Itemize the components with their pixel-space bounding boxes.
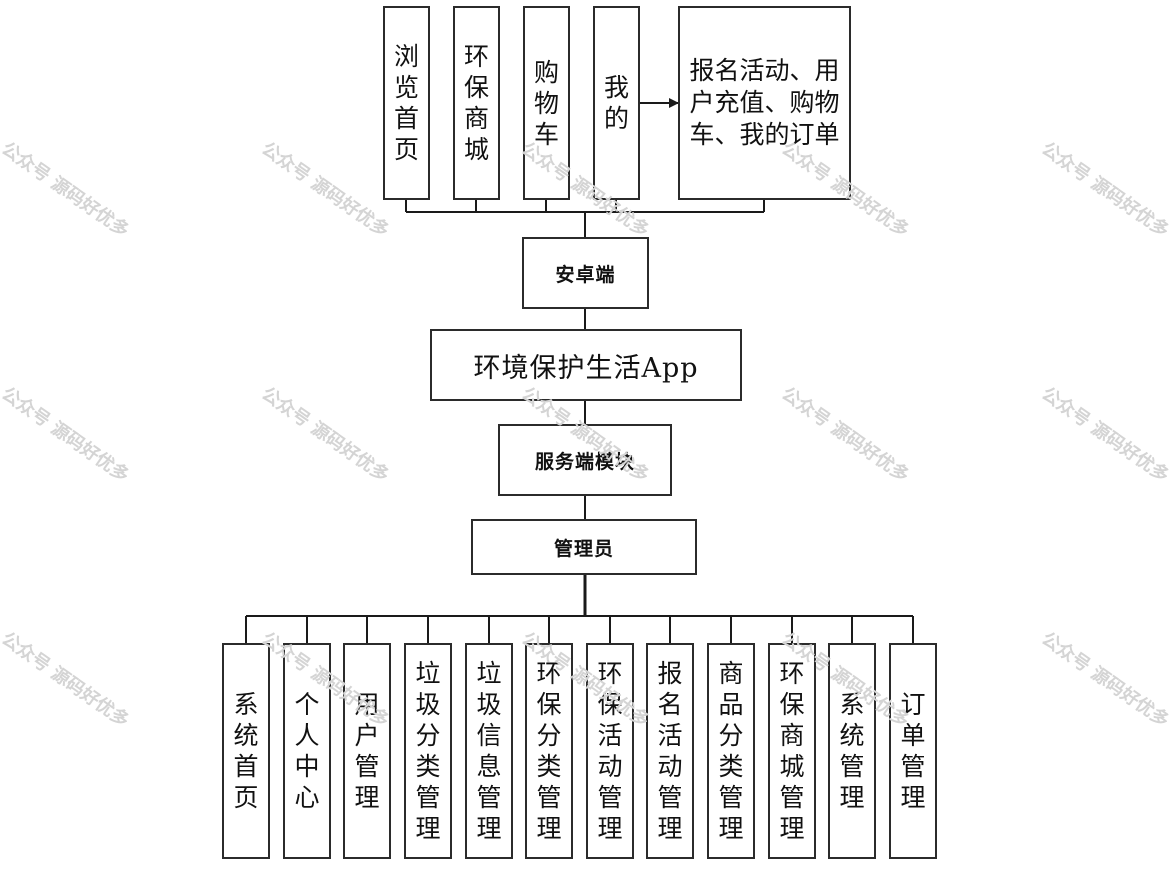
admin-module-eco-mall: 环保商城管理	[768, 643, 816, 859]
top-item-label: 我的	[603, 73, 629, 133]
admin-module-label: 环保分类管理	[536, 659, 562, 843]
admin-module-product-category: 商品分类管理	[707, 643, 755, 859]
app-title-box: 环境保护生活App	[430, 329, 742, 401]
server-module-box: 服务端模块	[498, 424, 672, 496]
top-item-shopping-cart: 购物车	[523, 6, 570, 200]
admin-module-garbage-info: 垃圾信息管理	[465, 643, 513, 859]
app-title-label: 环境保护生活App	[473, 352, 699, 384]
server-module-label: 服务端模块	[534, 450, 635, 473]
admin-module-label: 系统首页	[233, 690, 259, 812]
admin-module-label: 商品分类管理	[718, 659, 744, 843]
admin-module-order-management: 订单管理	[889, 643, 937, 859]
android-client-box: 安卓端	[522, 237, 649, 309]
admin-module-label: 用户管理	[354, 690, 380, 812]
top-item-eco-mall: 环保商城	[453, 6, 500, 200]
admin-module-eco-category: 环保分类管理	[525, 643, 573, 859]
admin-module-label: 环保活动管理	[597, 659, 623, 843]
admin-module-label: 报名活动管理	[657, 659, 683, 843]
admin-module-label: 垃圾分类管理	[415, 659, 441, 843]
admin-module-system-home: 系统首页	[222, 643, 270, 859]
android-client-label: 安卓端	[555, 263, 616, 286]
admin-module-label: 垃圾信息管理	[476, 659, 502, 843]
admin-module-user-management: 用户管理	[343, 643, 391, 859]
top-item-mine: 我的	[593, 6, 640, 200]
mine-detail-text: 报名活动、用户充值、购物车、我的订单	[689, 56, 840, 149]
admin-module-label: 订单管理	[900, 690, 926, 812]
admin-module-personal-center: 个人中心	[283, 643, 331, 859]
admin-module-garbage-category: 垃圾分类管理	[404, 643, 452, 859]
top-item-label: 购物车	[533, 57, 559, 149]
top-item-browse-home: 浏览首页	[383, 6, 430, 200]
top-item-label: 环保商城	[463, 42, 489, 164]
admin-module-label: 系统管理	[839, 690, 865, 812]
admin-label: 管理员	[553, 537, 614, 560]
admin-module-system-management: 系统管理	[828, 643, 876, 859]
admin-module-eco-activity: 环保活动管理	[586, 643, 634, 859]
admin-module-activity-signup: 报名活动管理	[646, 643, 694, 859]
mine-detail-box: 报名活动、用户充值、购物车、我的订单	[678, 6, 851, 200]
admin-module-label: 个人中心	[294, 690, 320, 812]
admin-box: 管理员	[471, 519, 697, 575]
admin-module-label: 环保商城管理	[779, 659, 805, 843]
top-item-label: 浏览首页	[393, 42, 419, 164]
